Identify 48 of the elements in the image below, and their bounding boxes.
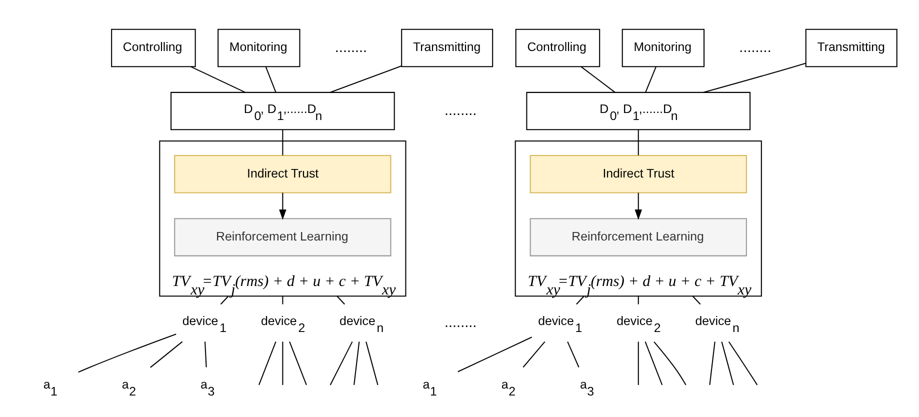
connector	[204, 342, 207, 368]
connector	[644, 342, 663, 386]
connector	[654, 342, 686, 386]
connector	[692, 296, 701, 305]
connector	[458, 336, 532, 372]
node-box: Controlling	[111, 28, 196, 68]
arrow	[279, 192, 286, 220]
connector	[282, 342, 284, 385]
node-box: Reinforcement Learning	[530, 218, 747, 256]
connector	[638, 296, 639, 304]
connector	[330, 66, 402, 93]
connector	[330, 341, 353, 386]
label: ........	[334, 40, 368, 56]
connector	[522, 341, 546, 368]
connector	[728, 341, 758, 386]
node-box: Transmitting	[805, 28, 898, 68]
connector	[150, 341, 183, 368]
connector	[580, 66, 616, 93]
node-box: Monitoring	[218, 28, 300, 68]
node-box: Reinforcement Learning	[174, 218, 392, 256]
connector	[638, 342, 639, 385]
connector	[282, 130, 284, 156]
connector	[282, 296, 284, 304]
label: ........	[444, 314, 477, 331]
connector	[258, 342, 276, 386]
connector	[638, 130, 639, 156]
connector	[567, 342, 580, 368]
node-box: Controlling	[515, 28, 600, 68]
connector	[190, 66, 246, 93]
node-box: Indirect Trust	[174, 155, 392, 194]
node-box: Indirect Trust	[530, 155, 747, 194]
connector	[265, 66, 276, 92]
connector	[721, 342, 734, 386]
connector	[289, 342, 307, 386]
arrow	[634, 192, 642, 220]
connector	[354, 342, 360, 386]
label: ........	[444, 102, 477, 119]
connector	[220, 296, 229, 305]
label: ........	[739, 40, 772, 56]
connector	[576, 296, 584, 305]
connector	[336, 296, 346, 305]
connector	[366, 342, 378, 386]
connector	[78, 334, 176, 373]
node-box: Monitoring	[622, 28, 705, 68]
node-box: Transmitting	[401, 28, 494, 68]
connector	[709, 342, 716, 386]
connector	[703, 62, 806, 93]
connector	[645, 66, 656, 92]
